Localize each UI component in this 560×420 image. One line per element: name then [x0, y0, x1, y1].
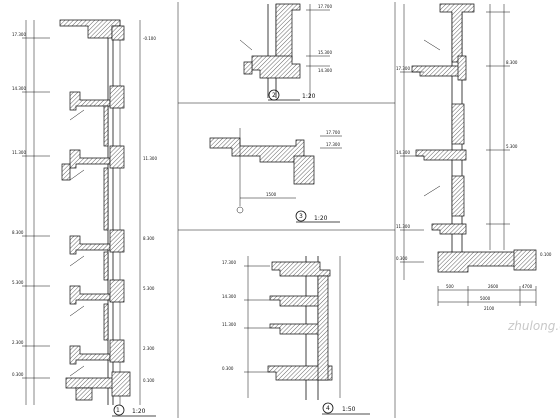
elev-label: 14.300: [318, 68, 332, 73]
elev-label: 8.300: [12, 230, 24, 235]
scale-label: 1:20: [302, 93, 316, 100]
panel-c-detail: 1500 17.700 17.300 3 1:20: [209, 128, 342, 223]
panel-dividers: [177, 2, 396, 418]
elev-label: 17.700: [326, 130, 340, 135]
elev-label: 8.300: [506, 60, 518, 65]
watermark: zhulong.com: [507, 319, 560, 333]
dim-label: 5000: [480, 296, 491, 301]
elev-label: 15.300: [318, 50, 332, 55]
dim-label: 500: [446, 284, 454, 289]
elev-label: 11.300: [222, 322, 236, 327]
scale-label: 1:50: [342, 406, 356, 413]
panel-a-left-elevations: 17.300 14.300 11.300 8.300 5.300 2.300 0…: [12, 32, 26, 377]
panel-a-section: 17.300 14.300 11.300 8.300 5.300 2.300 0…: [12, 19, 157, 417]
panel-e-section: 17.300 14.300 11.300 0.300 8.300 5.300 0…: [396, 3, 560, 333]
detail-number: 4: [326, 405, 330, 412]
floor-slabs: [61, 85, 131, 401]
elev-label: 11.300: [12, 150, 26, 155]
scale-label: 1:20: [314, 215, 328, 222]
elev-label: 17.300: [222, 260, 236, 265]
elev-label: 0.300: [222, 366, 234, 371]
elev-label: 14.300: [12, 86, 26, 91]
elev-label: 14.300: [222, 294, 236, 299]
elev-label: 0.100: [540, 252, 552, 257]
detail-number: 3: [299, 213, 303, 220]
elev-label: 2.300: [143, 346, 155, 351]
detail-number: 2: [272, 92, 276, 99]
elev-label: 17.700: [318, 4, 332, 9]
detail-number: 1: [116, 407, 120, 414]
elev-label: 0.300: [396, 256, 408, 261]
elev-label: 17.300: [12, 32, 26, 37]
elev-label: 11.300: [396, 224, 410, 229]
dim-label: 1500: [266, 192, 277, 197]
elev-label: 5.300: [506, 144, 518, 149]
dim-label: 4700: [522, 284, 533, 289]
panel-a-right-elevations: -0.100 11.300 8.300 5.300 2.300 0.100: [143, 36, 157, 383]
elev-label: 17.300: [396, 66, 410, 71]
elev-label: -0.100: [143, 36, 156, 41]
elev-label: 11.300: [143, 156, 157, 161]
detail-bubble: [113, 404, 125, 416]
elev-label: 14.300: [396, 150, 410, 155]
elev-label: 0.300: [12, 372, 24, 377]
dim-label: 2100: [484, 306, 495, 311]
elev-label: 5.300: [143, 286, 155, 291]
elev-label: 2.300: [12, 340, 24, 345]
dim-label: 2600: [488, 284, 499, 289]
elev-label: 8.300: [143, 236, 155, 241]
panel-b-detail: 17.700 15.300 14.300 2 1:20: [239, 3, 332, 101]
panel-d-section: 17.300 14.300 11.300 0.300 4 1:50: [222, 256, 370, 415]
elev-label: 5.300: [12, 280, 24, 285]
elev-label: 0.100: [143, 378, 155, 383]
scale-label: 1:20: [132, 408, 146, 415]
elev-label: 17.300: [326, 142, 340, 147]
